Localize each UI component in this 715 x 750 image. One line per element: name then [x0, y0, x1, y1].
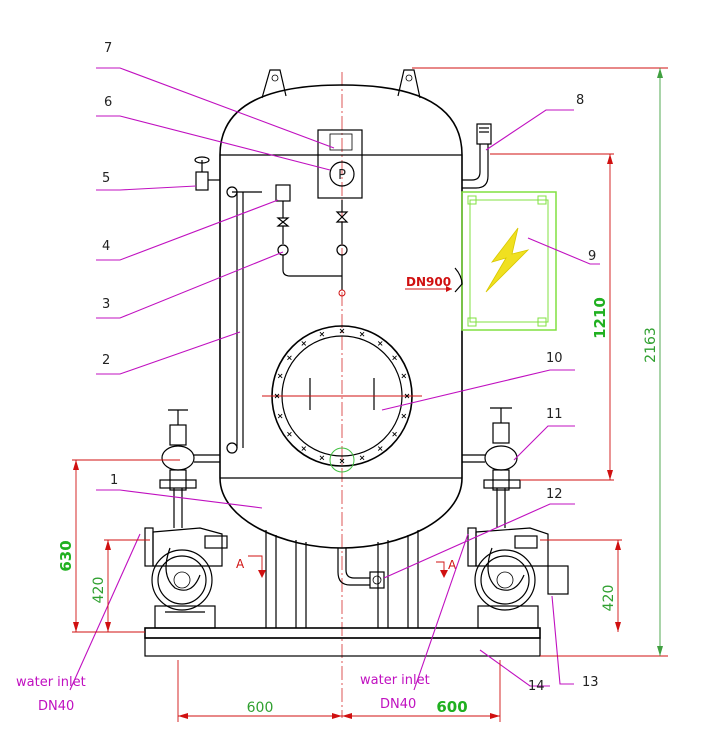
dim-2163: 2163 — [643, 327, 659, 363]
manhole-bolt — [339, 328, 345, 334]
manhole-bolt — [377, 446, 383, 451]
section-mark-right: A — [448, 558, 457, 572]
inlet-left-name: water inlet — [16, 675, 86, 690]
dim-600-right: 600 — [436, 698, 467, 716]
manhole-bolt — [392, 355, 397, 361]
inlet-left-size: DN40 — [38, 699, 74, 714]
dim-630: 630 — [57, 540, 75, 571]
manhole-bolt — [401, 413, 407, 419]
manhole-bolt — [319, 455, 325, 461]
left-gate-valve — [159, 409, 220, 528]
level-gauge — [226, 186, 262, 454]
manhole-bolt — [287, 431, 292, 437]
inlet-right-size: DN40 — [380, 697, 416, 712]
control-panel — [461, 191, 557, 331]
callout-11: 11 — [546, 407, 563, 422]
callout-14: 14 — [528, 679, 545, 694]
manhole-bolt — [377, 341, 383, 346]
callout-8: 8 — [576, 93, 584, 108]
bottom-nozzle-circle — [329, 447, 355, 473]
manhole-nozzle: DN900 — [405, 267, 463, 293]
manhole-bolt — [401, 373, 407, 379]
drain-pipe — [337, 548, 385, 589]
callout-6: 6 — [104, 95, 112, 110]
dim-600-left: 600 — [247, 700, 274, 716]
left-pump — [144, 527, 228, 629]
tank-vessel — [219, 84, 463, 549]
leader-lines — [69, 67, 600, 691]
callout-12: 12 — [546, 487, 563, 502]
pressure-switch-assembly — [275, 184, 349, 297]
inlet-labels: water inlet DN40 water inlet DN40 — [16, 673, 430, 714]
callout-5: 5 — [102, 171, 110, 186]
manhole-bolt — [339, 458, 345, 464]
callout-1: 1 — [110, 473, 118, 488]
manhole-bolt — [301, 341, 307, 346]
manhole-bolt — [359, 331, 365, 337]
lightning-icon — [485, 227, 530, 293]
callout-13: 13 — [582, 675, 599, 690]
air-inlet-pipe — [462, 123, 492, 189]
callout-9: 9 — [588, 249, 596, 264]
manhole-bolt — [301, 446, 307, 451]
callout-numbers: 7 6 5 4 3 2 1 8 9 10 11 12 13 14 — [102, 41, 599, 694]
base-frame — [144, 627, 541, 657]
callout-10: 10 — [546, 351, 563, 366]
right-pump — [467, 527, 569, 629]
dimension-630: 630 — [57, 459, 180, 633]
support-legs — [265, 530, 419, 628]
dim-1210: 1210 — [591, 297, 609, 339]
callout-7: 7 — [104, 41, 112, 56]
manhole-size-label: DN900 — [406, 275, 451, 289]
gauge-panel: P — [317, 129, 363, 199]
dimension-420-left: 420 — [91, 539, 150, 632]
manhole-bolt — [359, 455, 365, 461]
manhole-bolt — [319, 331, 325, 337]
callout-2: 2 — [102, 353, 110, 368]
dim-420-right: 420 — [601, 585, 617, 612]
manhole-bolt — [287, 355, 292, 361]
dimension-nozzle-span: 1210 — [490, 153, 614, 481]
dimension-spacing: 600 600 — [177, 660, 501, 722]
section-mark-left: A — [236, 557, 245, 571]
manhole-cover — [262, 325, 422, 467]
callout-4: 4 — [102, 239, 110, 254]
manhole-bolt — [392, 431, 397, 437]
manhole-bolt — [277, 373, 283, 379]
callout-3: 3 — [102, 297, 110, 312]
dimension-overall-height: 2163 — [412, 67, 668, 657]
manhole-bolt — [274, 393, 280, 399]
lifting-lugs — [261, 69, 421, 99]
dimension-420-right: 420 — [540, 539, 622, 632]
manhole-bolt — [404, 393, 410, 399]
section-marks: A A — [236, 555, 457, 578]
right-gate-valve — [462, 407, 521, 528]
manhole-bolt — [277, 413, 283, 419]
dim-420-left: 420 — [91, 577, 107, 604]
inlet-right-name: water inlet — [360, 673, 430, 688]
pressure-gauge-symbol: P — [338, 168, 346, 183]
safety-valve — [194, 156, 220, 191]
